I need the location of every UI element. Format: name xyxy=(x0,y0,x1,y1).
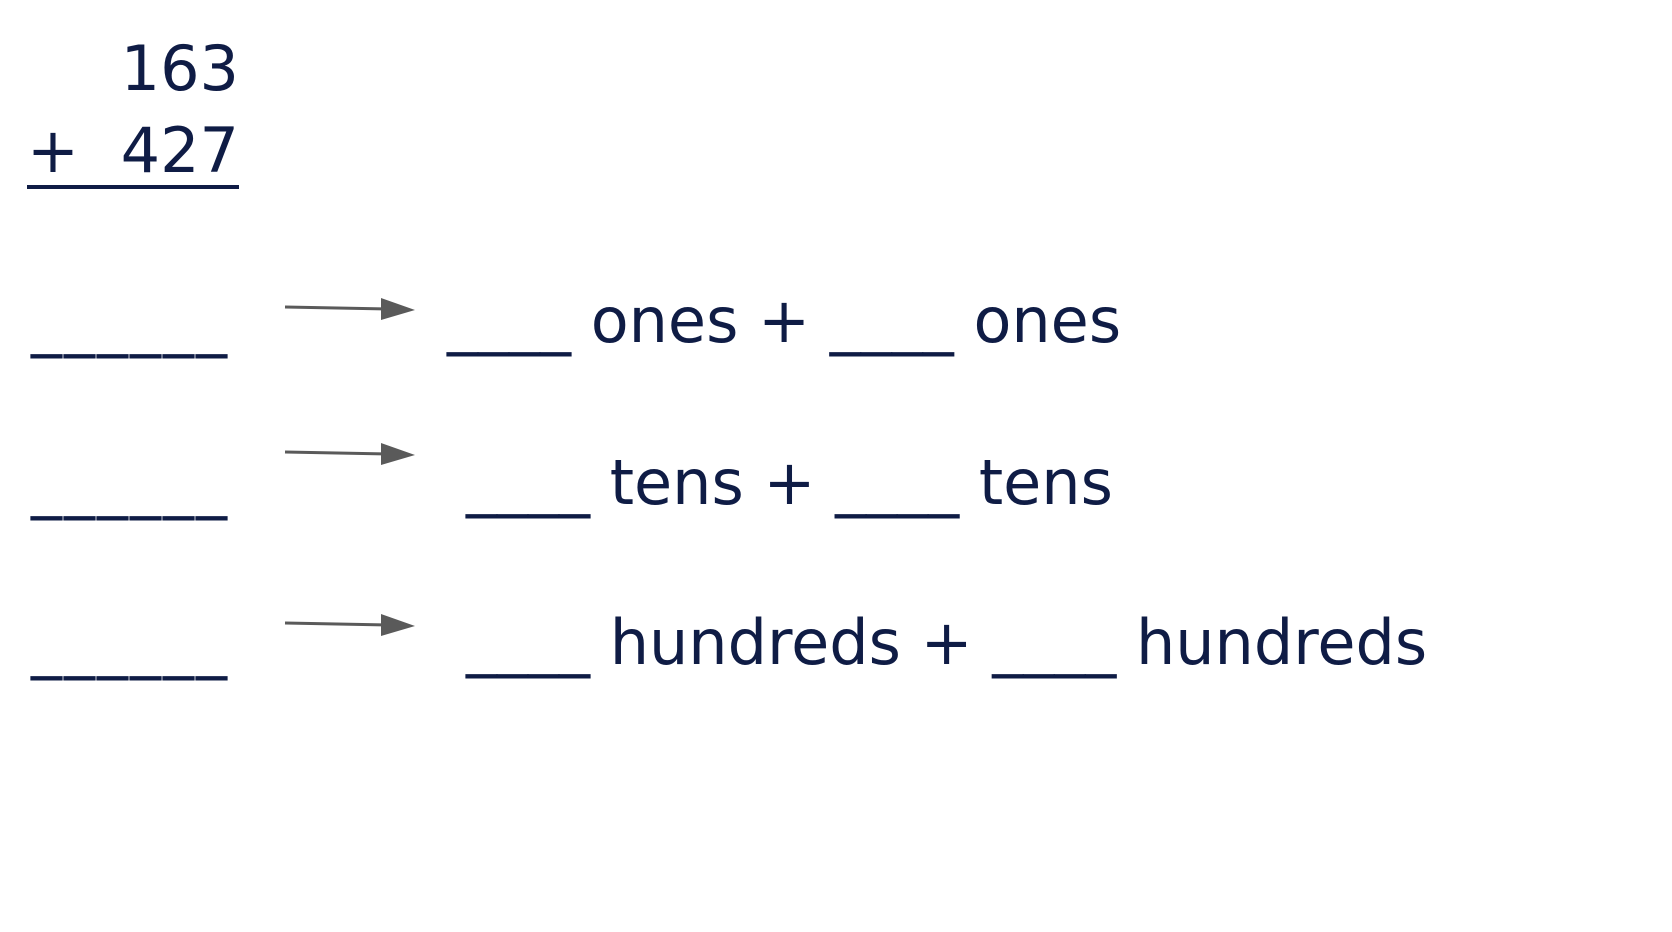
plus-sign: + xyxy=(27,114,79,187)
right-arrow-icon xyxy=(283,294,418,324)
tens-expression: ____ tens + ____ tens xyxy=(466,446,1113,519)
ones-answer-blank[interactable]: ______ xyxy=(31,286,229,359)
hundreds-answer-blank[interactable]: ______ xyxy=(31,608,229,681)
addend-top: 163 xyxy=(120,32,239,105)
sum-underline xyxy=(27,185,239,189)
ones-expression: ____ ones + ____ ones xyxy=(447,284,1122,357)
tens-answer-blank[interactable]: ______ xyxy=(31,448,229,521)
right-arrow-icon xyxy=(283,610,418,640)
hundreds-expression: ____ hundreds + ____ hundreds xyxy=(466,606,1428,679)
addend-top-row: 163 xyxy=(27,38,239,120)
right-arrow-icon xyxy=(283,439,418,469)
addend-bottom-row: + 427 xyxy=(27,120,239,202)
addend-bottom: 427 xyxy=(120,114,239,187)
vertical-addition: 163 + 427 xyxy=(27,38,239,202)
